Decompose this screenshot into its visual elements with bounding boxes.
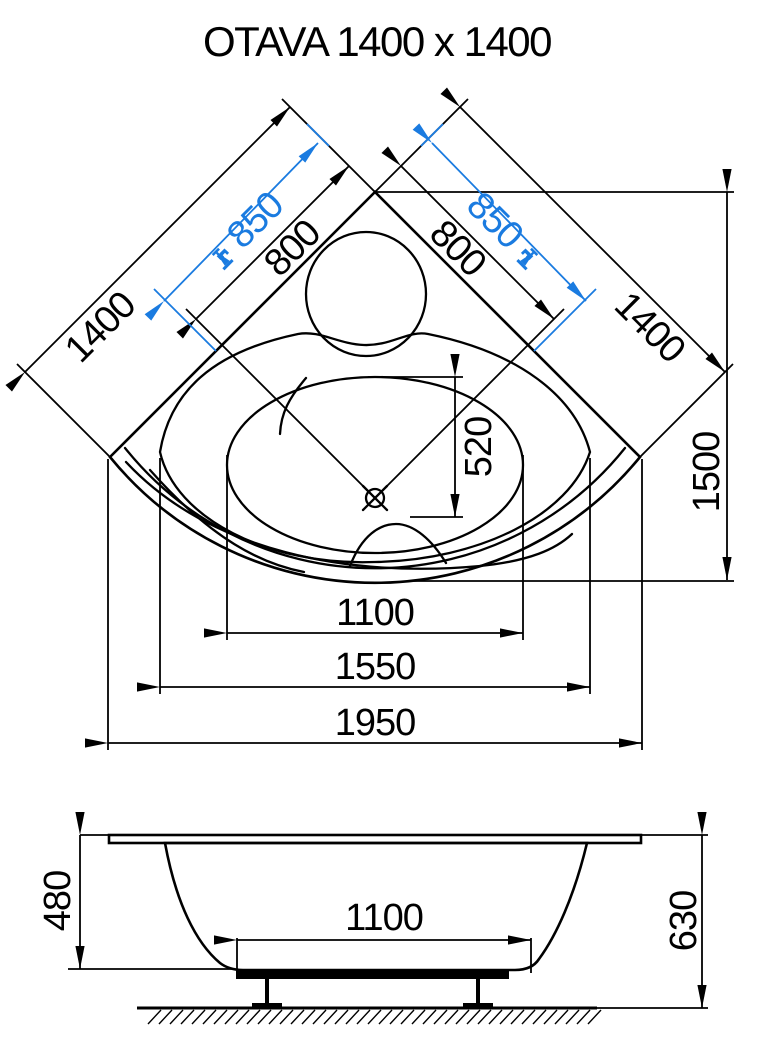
dim-line-850-left [144,142,319,321]
dim-label-1400-left: 1400 [57,284,144,371]
ext-850-left-top [306,123,330,147]
faucet-icon [211,247,234,271]
foot-pad-left [252,1003,282,1008]
dim-label-1550: 1550 [335,646,416,688]
plan-view: 1400 1400 850 850 800 800 520 1500 1100 … [5,87,734,750]
page-title: OTAVA 1400 x 1400 [203,18,551,65]
front-bump-contour [348,522,448,568]
tap-dimension-group [144,123,597,352]
dim-label-480: 480 [37,871,79,931]
dim-label-1100-plan: 1100 [336,592,414,634]
ext-850-right [533,288,597,352]
ground-hatching [147,1009,602,1025]
well-accent-curve [278,376,308,436]
dim-label-1950: 1950 [335,702,416,744]
base-plate [236,971,509,979]
dim-line-850-right [412,123,587,302]
dim-label-1100-side: 1100 [345,897,423,939]
dim-label-1400-right: 1400 [606,284,693,371]
headrest-contour [304,230,428,358]
ext-850-right-top [420,123,444,147]
ext-corner-right [639,363,734,458]
tub-outline-top [108,190,642,585]
foot-pad-right [463,1003,493,1008]
faucet-icon [516,247,539,271]
bathing-well-outline [158,332,592,564]
ext-850-left [153,288,217,352]
tub-body-section [163,841,589,972]
dim-label-1500: 1500 [686,432,728,513]
tub-rim-section [107,833,643,845]
dim-label-520: 520 [458,417,500,477]
side-view: 480 630 1100 [37,812,708,1025]
ext-corner-left [16,363,111,458]
rim-sweep-curve-2 [148,468,306,574]
dim-label-630: 630 [663,891,705,951]
